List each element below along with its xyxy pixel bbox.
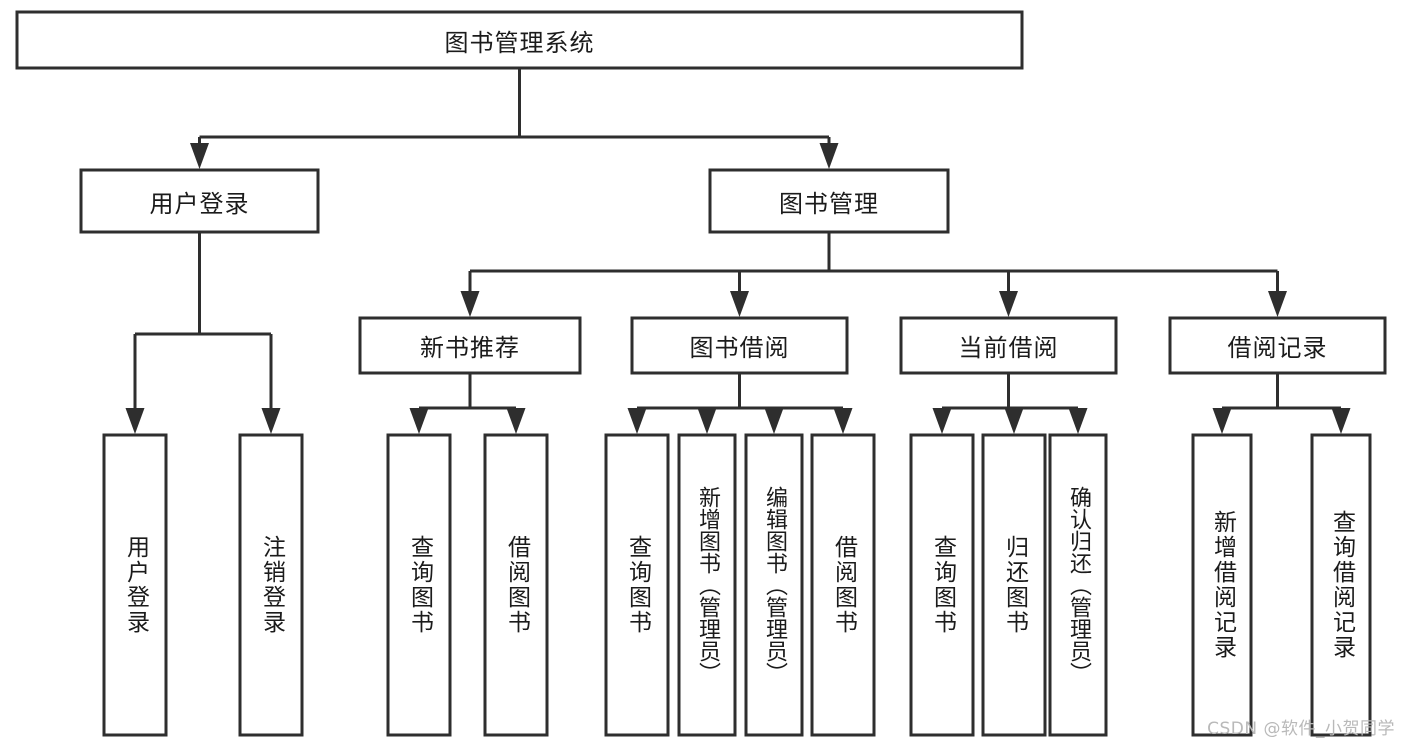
- node-root[interactable]: [15, 10, 1024, 70]
- node-book-manage[interactable]: [708, 168, 950, 234]
- node-user-login[interactable]: [79, 168, 320, 234]
- node-leaf-borrow-book-2[interactable]: [810, 433, 876, 737]
- node-leaf-borrow-book-1[interactable]: [483, 433, 549, 737]
- node-leaf-user-logout[interactable]: [238, 433, 304, 737]
- node-book-borrow[interactable]: [630, 316, 849, 375]
- node-borrow-record[interactable]: [1168, 316, 1387, 375]
- node-leaf-query-record[interactable]: [1310, 433, 1372, 737]
- node-leaf-user-login[interactable]: [102, 433, 168, 737]
- node-leaf-return-book[interactable]: [981, 433, 1047, 737]
- node-leaf-query-book-2[interactable]: [604, 433, 670, 737]
- node-leaf-add-book[interactable]: [677, 433, 737, 737]
- node-new-book-rec[interactable]: [358, 316, 582, 375]
- node-current-borrow[interactable]: [899, 316, 1118, 375]
- node-leaf-query-book-3[interactable]: [909, 433, 975, 737]
- node-leaf-confirm-return[interactable]: [1048, 433, 1108, 737]
- node-leaf-add-record[interactable]: [1191, 433, 1253, 737]
- node-leaf-query-book-1[interactable]: [386, 433, 452, 737]
- watermark-text: CSDN @软件_小贺同学: [1207, 719, 1395, 739]
- node-leaf-edit-book[interactable]: [744, 433, 804, 737]
